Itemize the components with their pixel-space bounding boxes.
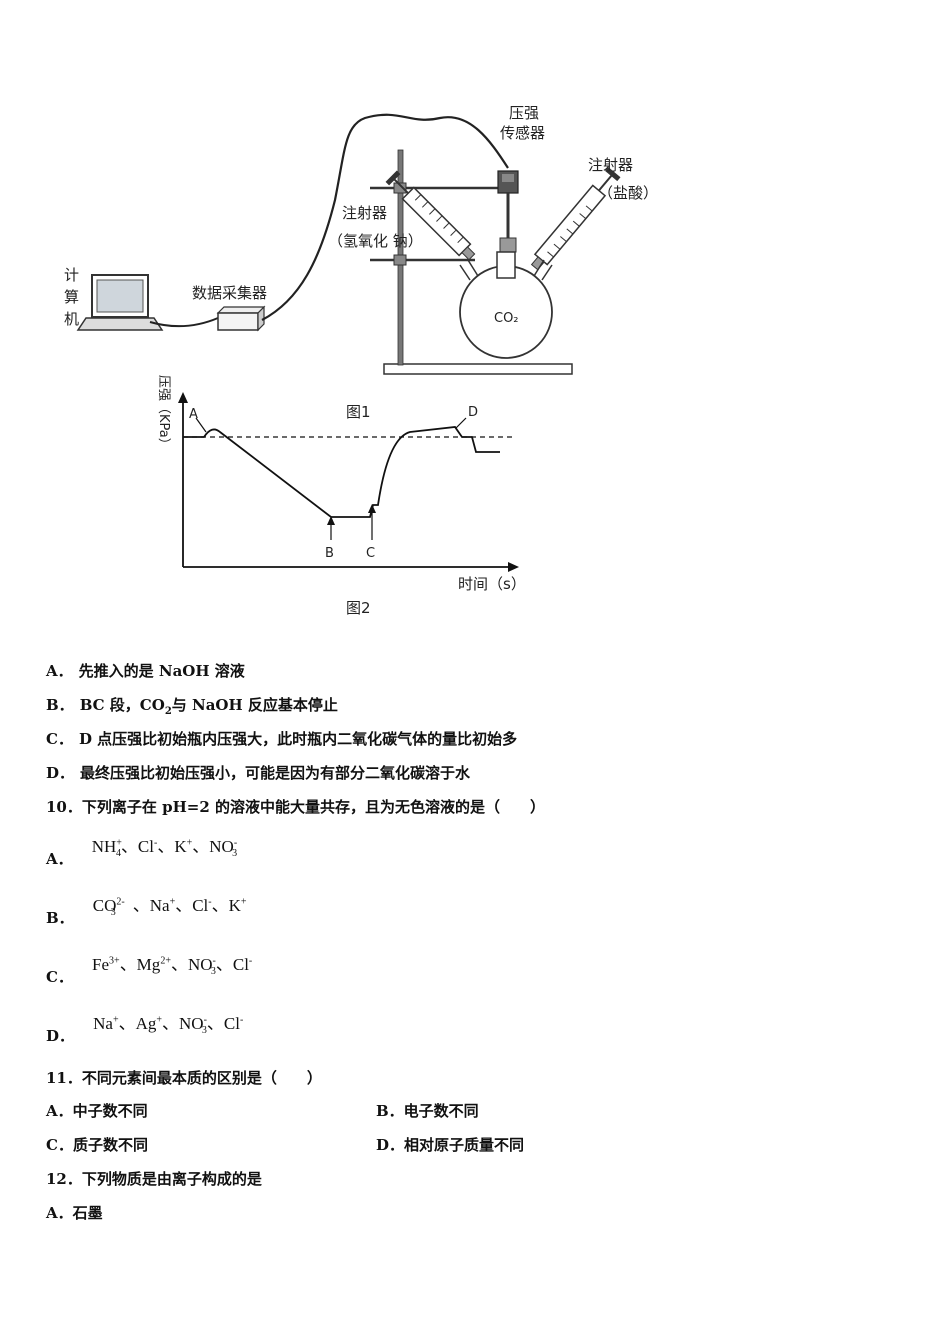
collector-label: 数据采集器	[192, 284, 267, 302]
option-tag: A．	[46, 662, 73, 680]
q11-option-b[interactable]: B．电子数不同	[376, 1102, 479, 1120]
pressure-sensor-icon	[497, 170, 519, 253]
q11-option-c[interactable]: C．质子数不同	[46, 1136, 148, 1154]
option-text: 先推入的是 NaOH 溶液	[78, 662, 245, 680]
option-text-post: 与 NaOH 反应基本停止	[171, 696, 338, 714]
q10-option-a[interactable]: A． NH+4、Cl-、K+、NO-3	[46, 837, 238, 868]
q9-option-b[interactable]: B． BC 段，CO2与 NaOH 反应基本停止	[46, 694, 338, 717]
y-axis-label: 压强（KPa）	[156, 375, 171, 451]
q9-option-a[interactable]: A． 先推入的是 NaOH 溶液	[46, 660, 245, 681]
ion-formula: CO2-3 、Na+、Cl-、K+	[92, 896, 247, 919]
ion-formula: Fe3+、Mg2+、NO-3、Cl-	[92, 955, 253, 978]
option-tag: C．	[46, 730, 73, 748]
figure2-caption: 图2	[346, 599, 371, 617]
option-text-pre: BC 段，CO	[79, 696, 165, 714]
q12-option-a[interactable]: A．石墨	[46, 1204, 103, 1222]
option-tag: D．	[46, 1027, 75, 1045]
option-tag: A．	[46, 850, 73, 868]
ion-formula: Na+、Ag+、NO-3、Cl-	[93, 1014, 244, 1037]
q10-option-c[interactable]: C． Fe3+、Mg2+、NO-3、Cl-	[46, 955, 253, 986]
pressure-chart	[178, 392, 519, 572]
point-b-label: B	[325, 546, 334, 561]
x-axis-label: 时间（s）	[458, 575, 526, 593]
computer-cable	[149, 317, 219, 328]
computer-label-3: 机	[64, 310, 79, 328]
q11-option-d[interactable]: D．相对原子质量不同	[376, 1136, 525, 1154]
q12-stem: 12．下列物质是由离子构成的是	[46, 1170, 262, 1188]
option-tag: B．	[46, 696, 74, 714]
sensor-label-1: 压强	[509, 104, 539, 122]
flask-icon	[459, 251, 553, 359]
flask-label: CO₂	[494, 311, 519, 326]
sensor-cable	[261, 113, 509, 321]
figure1-caption: 图1	[346, 403, 371, 421]
right-syringe-label-2: （盐酸）	[598, 184, 658, 202]
iron-stand	[370, 149, 573, 375]
option-tag: D．	[46, 764, 75, 782]
point-d-label: D	[468, 405, 478, 420]
y-axis-arrow	[178, 392, 188, 403]
data-collector-icon	[216, 305, 266, 332]
q10-option-d[interactable]: D． Na+、Ag+、NO-3、Cl-	[46, 1014, 244, 1045]
q10-stem: 10．下列离子在 pH=2 的溶液中能大量共存，且为无色溶液的是（ ）	[46, 798, 545, 816]
option-text: D 点压强比初始瓶内压强大，此时瓶内二氧化碳气体的量比初始多	[78, 730, 518, 748]
ion-formula: NH+4、Cl-、K+、NO-3	[91, 837, 238, 860]
q10-option-b[interactable]: B． CO2-3 、Na+、Cl-、K+	[46, 896, 247, 927]
q9-option-c[interactable]: C． D 点压强比初始瓶内压强大，此时瓶内二氧化碳气体的量比初始多	[46, 728, 517, 749]
q11-stem: 11．不同元素间最本质的区别是（ ）	[46, 1069, 322, 1087]
option-tag: B．	[46, 909, 74, 927]
point-c-label: C	[366, 546, 375, 561]
option-text: 最终压强比初始压强小，可能是因为有部分二氧化碳溶于水	[80, 764, 471, 782]
right-syringe-label-1: 注射器	[588, 156, 633, 174]
q11-option-a[interactable]: A．中子数不同	[46, 1102, 148, 1120]
point-a-label: A	[189, 407, 198, 422]
left-syringe-label-1: 注射器	[342, 204, 387, 222]
computer-label-2: 算	[64, 288, 79, 306]
q9-option-d[interactable]: D． 最终压强比初始压强小，可能是因为有部分二氧化碳溶于水	[46, 762, 470, 783]
right-syringe-icon	[530, 167, 621, 271]
left-syringe-label-2: （氢氧化 钠）	[328, 232, 423, 250]
left-syringe-icon	[385, 170, 476, 261]
pressure-curve	[183, 426, 500, 518]
computer-icon	[76, 274, 164, 331]
computer-label-1: 计	[64, 266, 79, 284]
x-axis-arrow	[508, 562, 519, 572]
option-subscript: 2	[164, 706, 172, 717]
apparatus-figure: 计 算 机 数据采集器 压强 传感器	[64, 104, 658, 617]
sensor-label-2: 传感器	[500, 124, 545, 142]
option-tag: C．	[46, 968, 73, 986]
